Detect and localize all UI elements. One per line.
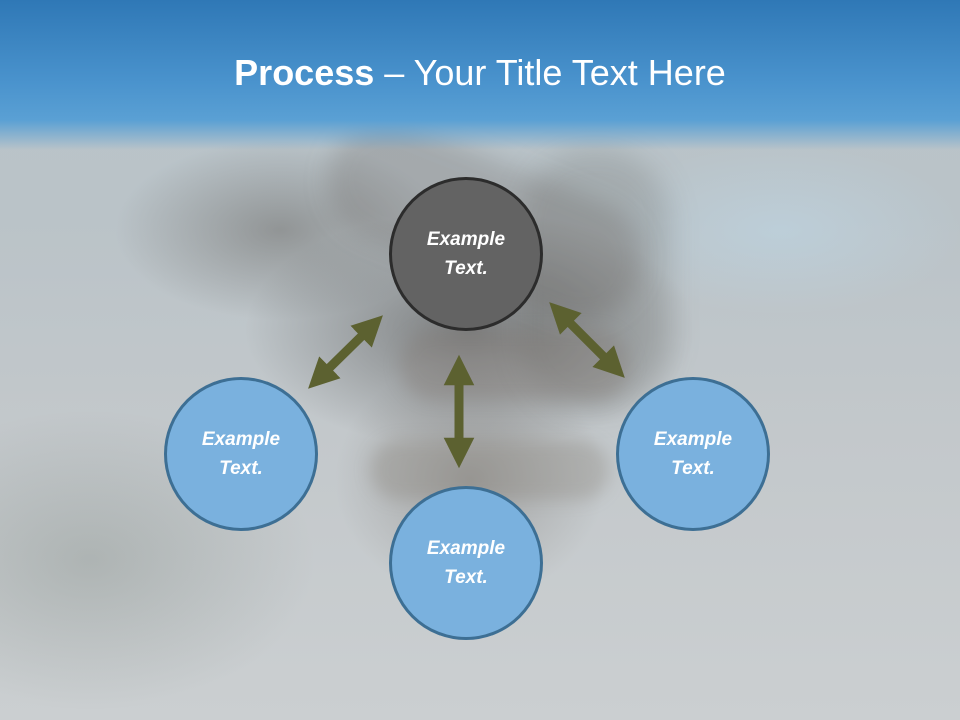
left-node-line2: Text. bbox=[219, 458, 263, 479]
right-node-line1: Example bbox=[653, 429, 733, 450]
bottom-node-line1: Example bbox=[426, 538, 506, 559]
left-node-line1: Example bbox=[201, 429, 281, 450]
center-node-line2: Text. bbox=[444, 258, 488, 279]
slide-title-rest: – Your Title Text Here bbox=[374, 52, 726, 93]
right-node-line2: Text. bbox=[671, 458, 715, 479]
slide-title: Process – Your Title Text Here bbox=[0, 52, 960, 94]
arrow-center-right bbox=[549, 302, 625, 378]
bottom-node-line2: Text. bbox=[444, 567, 488, 588]
center-node-line1: Example bbox=[426, 229, 506, 250]
arrow-center-left bbox=[308, 315, 383, 389]
title-band bbox=[0, 0, 960, 150]
slide-title-bold: Process bbox=[234, 52, 375, 93]
